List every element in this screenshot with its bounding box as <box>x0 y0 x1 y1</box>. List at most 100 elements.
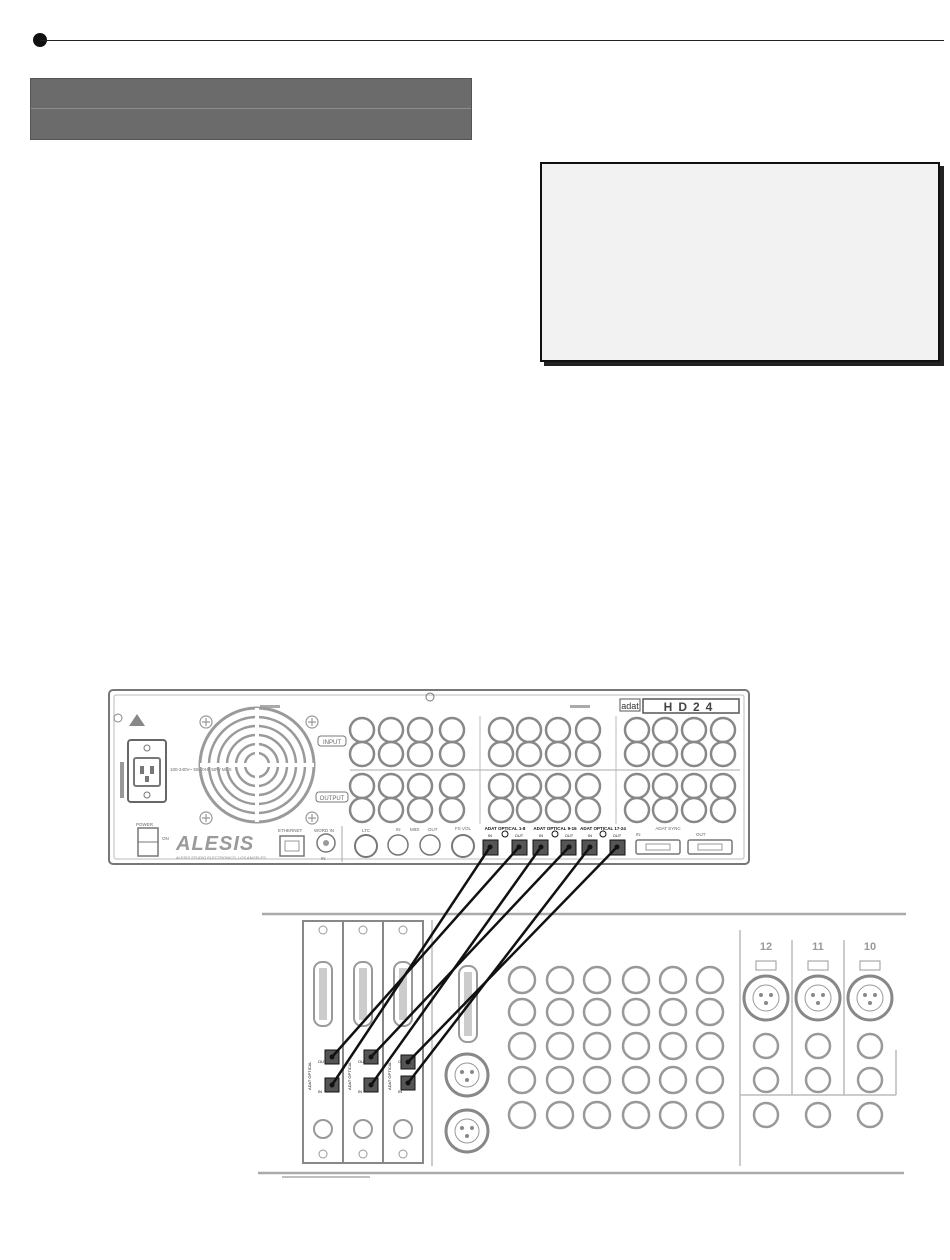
svg-text:ADAT OPTICAL 17-24: ADAT OPTICAL 17-24 <box>580 826 626 831</box>
mixer-jack <box>545 1031 575 1061</box>
hd24-analog-jack <box>574 772 602 800</box>
svg-text:IN: IN <box>318 1089 322 1094</box>
channel-strip-11: 11 <box>794 941 842 1129</box>
mixer-jack <box>658 1031 688 1061</box>
svg-text:IN: IN <box>539 833 543 838</box>
mixer-jack <box>545 997 575 1027</box>
ethernet-port: ETHERNET <box>278 828 305 857</box>
manufacturer-text: ALESIS STUDIO ELECTRONICS, LOS ANGELES <box>176 855 266 860</box>
mixer-jack <box>658 1065 688 1095</box>
optical-cable-1 <box>330 846 492 1086</box>
section-header-band <box>30 78 472 140</box>
hd24-analog-jack <box>709 716 737 744</box>
svg-text:ADAT OPTICAL: ADAT OPTICAL <box>387 1061 392 1090</box>
power-switch: POWER ON <box>136 822 169 857</box>
output-label: OUTPUT <box>315 791 349 803</box>
mixer-jack-grid <box>507 965 725 1130</box>
optical-cables <box>329 844 620 1088</box>
hd24-analog-jack <box>651 716 679 744</box>
hd24-analog-jack <box>487 772 515 800</box>
hd24-analog-jack <box>406 716 434 744</box>
connection-diagram: adat HD24 100-240V~ 50/60Hz 50W MAX POWE… <box>108 689 906 1178</box>
optical-cable-2 <box>331 846 520 1058</box>
note-box <box>540 162 940 362</box>
mixer-jack <box>695 997 725 1027</box>
hd24-analog-jack <box>438 772 466 800</box>
svg-text:10: 10 <box>864 941 876 953</box>
input-label: INPUT <box>317 735 347 747</box>
hd24-analog-jack <box>377 796 405 824</box>
analog-jack-grid <box>348 716 737 824</box>
hd24-analog-jack <box>348 716 376 744</box>
hd24-analog-jack <box>515 740 543 768</box>
mixer-jack <box>621 1031 651 1061</box>
svg-text:adat: adat <box>621 701 639 711</box>
hd24-analog-jack <box>623 740 651 768</box>
warning-icon <box>129 714 145 726</box>
hd24-analog-jack <box>544 796 572 824</box>
hd24-analog-jack <box>574 796 602 824</box>
svg-text:OUT: OUT <box>515 833 524 838</box>
hd24-analog-jack <box>544 740 572 768</box>
adat-badge: adat <box>619 698 641 712</box>
footswitch-jack: FS VOL <box>451 826 475 858</box>
hd24-analog-jack <box>406 740 434 768</box>
mixer-jack <box>507 1031 537 1061</box>
optical-cable-6 <box>407 846 618 1063</box>
svg-text:ADAT SYNC: ADAT SYNC <box>655 826 681 831</box>
hd24-analog-jack <box>709 740 737 768</box>
hd24-analog-jack <box>348 740 376 768</box>
mixer-jack <box>695 965 725 995</box>
ltc-jack: LTC <box>354 828 378 858</box>
svg-text:IN: IN <box>398 1089 402 1094</box>
hd24-analog-jack <box>574 716 602 744</box>
mixer-jack <box>545 965 575 995</box>
svg-text:OUT: OUT <box>358 1059 367 1064</box>
svg-text:HD24: HD24 <box>664 700 719 714</box>
ac-power-inlet <box>120 739 167 803</box>
hd24-analog-jack <box>438 740 466 768</box>
mixer-jack <box>582 1065 612 1095</box>
mixer-jack <box>507 1100 537 1130</box>
svg-text:OUT: OUT <box>428 827 438 832</box>
svg-text:IN: IN <box>636 832 641 837</box>
hd24-analog-jack <box>574 740 602 768</box>
hd24-analog-jack <box>651 772 679 800</box>
hd24-analog-jack <box>623 772 651 800</box>
hd24-analog-jack <box>680 740 708 768</box>
mixer-jack <box>582 997 612 1027</box>
hd24-analog-jack <box>623 716 651 744</box>
main-xlr-1 <box>444 1052 490 1098</box>
word-clock-bnc: WORD IN IN <box>314 828 336 861</box>
svg-text:OUT: OUT <box>613 833 622 838</box>
mixer-jack <box>621 1065 651 1095</box>
svg-text:ADAT OPTICAL 1-8: ADAT OPTICAL 1-8 <box>485 826 526 831</box>
svg-text:OUT: OUT <box>318 1059 327 1064</box>
channel-strip-12: 12 <box>742 941 790 1129</box>
hd24-analog-jack <box>348 796 376 824</box>
svg-text:WORD IN: WORD IN <box>314 828 334 833</box>
header-divider <box>31 108 471 109</box>
db25-connector <box>458 965 478 1043</box>
cooling-fan-grille <box>198 706 316 824</box>
hd24-analog-jack <box>438 716 466 744</box>
hd24-analog-jack <box>438 796 466 824</box>
mixer-jack <box>658 1100 688 1130</box>
midi-ports: MIDI IN OUT <box>387 827 441 856</box>
mixer-jack <box>695 1031 725 1061</box>
hd24-analog-jack <box>709 796 737 824</box>
svg-text:IN: IN <box>321 856 326 861</box>
hd24-analog-jack <box>623 796 651 824</box>
svg-text:POWER: POWER <box>136 822 154 827</box>
fan-screws <box>199 715 319 825</box>
screw-icon <box>113 713 123 723</box>
alesis-logo: ALESIS <box>175 833 254 855</box>
hd24-analog-jack <box>709 772 737 800</box>
svg-text:FS VOL: FS VOL <box>455 826 472 831</box>
hd24-rear-panel: adat HD24 100-240V~ 50/60Hz 50W MAX POWE… <box>108 689 750 865</box>
hd24-analog-jack <box>680 796 708 824</box>
mixer-jack <box>507 965 537 995</box>
